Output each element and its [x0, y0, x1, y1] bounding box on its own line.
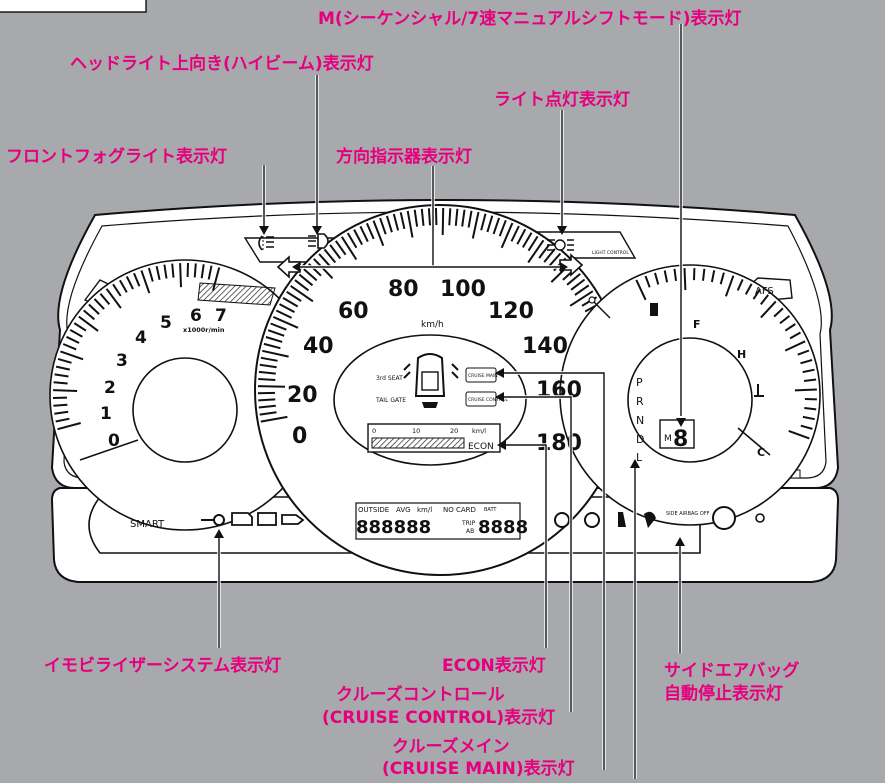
rpm-tick-5: 5: [160, 313, 172, 333]
odometer-digits: 888888: [356, 517, 431, 538]
speed-tick-40: 40: [303, 334, 334, 359]
label-front-fog: フロントフォグライト表示灯: [6, 146, 227, 167]
fuel-temp-gauge: [79, 264, 821, 526]
select-knob: [755, 513, 765, 523]
gear-r: R: [636, 395, 644, 408]
header-box: [0, 0, 147, 13]
rpm-tick-2: 2: [104, 378, 116, 398]
rpm-tick-7: 7: [215, 306, 227, 326]
speed-tick-120: 120: [488, 299, 534, 324]
fuel-pump-icon: [650, 303, 658, 316]
kml-label: km/l: [417, 506, 432, 514]
speed-tick-140: 140: [522, 334, 568, 359]
trip-ab-label: AB: [466, 528, 474, 535]
label-side-airbag-line2: 自動停止表示灯: [664, 683, 783, 704]
battery-icon: [257, 512, 277, 526]
temp-cold: C: [757, 446, 765, 459]
cruise-control-badge-box: [465, 391, 497, 407]
trip-label: TRIP: [461, 520, 476, 527]
light-on-icon: [547, 239, 574, 251]
label-light-on: ライト点灯表示灯: [494, 89, 630, 110]
speed-unit: km/h: [421, 320, 444, 330]
seatbelt-icon: [618, 512, 626, 527]
trip-reset-knob: [712, 506, 736, 530]
callout-labels: M(シーケンシャル/7速マニュアルシフトモード)表示灯 ヘッドライト上向き(ハイ…: [6, 8, 799, 779]
econ-scale-10: 10: [412, 427, 420, 435]
check-engine-icon: [231, 512, 253, 526]
avg-label: AVG: [396, 506, 411, 514]
cluster-text: 0 20 40 60 80 100 120 140 160 180 km/h 0…: [100, 250, 774, 540]
speed-tick-0: 0: [292, 424, 307, 449]
label-cruise-main-line1: クルーズメイン: [392, 736, 510, 757]
rpm-tick-4: 4: [135, 328, 147, 348]
gear-d: D: [636, 433, 644, 446]
speed-tick-100: 100: [440, 277, 486, 302]
side-airbag-off-label: SIDE AIRBAG OFF: [666, 511, 710, 517]
label-econ: ECON表示灯: [442, 655, 546, 676]
afs-label: AFS: [755, 286, 774, 297]
speed-tick-80: 80: [388, 277, 419, 302]
rpm-unit: x1000r/min: [183, 326, 225, 334]
econ-unit: km/l: [472, 427, 486, 435]
fuel-full: F: [693, 318, 701, 331]
label-cruise-control-line2: (CRUISE CONTROL)表示灯: [322, 707, 555, 728]
cruise-main-badge: CRUISE MAIN: [468, 373, 498, 379]
front-fog-icon: [258, 235, 274, 251]
m-gear-digit: 8: [673, 427, 688, 452]
coolant-temp-icon: [754, 384, 764, 397]
label-immobilizer: イモビライザーシステム表示灯: [44, 655, 281, 676]
econ-scale-20: 20: [450, 427, 458, 435]
speed-tick-20: 20: [287, 383, 318, 408]
gear-l: L: [636, 451, 643, 464]
cruise-control-badge: CRUISE CONTROL: [468, 397, 508, 403]
outside-label: OUTSIDE: [358, 506, 389, 514]
no-card-label: NO CARD: [443, 506, 476, 514]
rpm-tick-0: 0: [108, 431, 120, 451]
rpm-tick-3: 3: [116, 351, 128, 371]
airbag-icon: [644, 511, 656, 528]
light-control-label: LIGHT CONTROL: [592, 250, 629, 256]
label-side-airbag-line1: サイドエアバッグ: [664, 660, 799, 681]
third-seat-label: 3rd SEAT: [376, 375, 403, 382]
econ-badge: ECON: [468, 442, 494, 452]
rpm-tick-6: 6: [190, 306, 202, 326]
abs-icon: [584, 512, 600, 528]
oil-pressure-icon: [281, 514, 305, 525]
high-beam-icon: [308, 233, 329, 249]
m-indicator: M: [664, 434, 672, 444]
label-high-beam: ヘッドライト上向き(ハイビーム)表示灯: [70, 53, 374, 74]
gear-n: N: [636, 414, 644, 427]
econ-scale-0: 0: [372, 427, 376, 435]
leader-lines: [214, 24, 686, 779]
temp-hot: H: [737, 348, 746, 361]
gear-p: P: [636, 376, 643, 389]
label-cruise-control-line1: クルーズコントロール: [336, 684, 505, 705]
label-m-mode: M(シーケンシャル/7速マニュアルシフトモード)表示灯: [318, 8, 741, 29]
smart-label: SMART: [130, 519, 165, 530]
speed-tick-60: 60: [338, 299, 369, 324]
speed-tick-160: 160: [536, 378, 582, 403]
cruise-main-badge-box: [465, 367, 497, 383]
tail-gate-label: TAIL GATE: [375, 397, 406, 404]
immobilizer-key-icon: [201, 514, 225, 526]
trip-digits: 8888: [478, 517, 528, 538]
brake-icon: [554, 512, 570, 528]
indicator-icons: [201, 233, 765, 530]
multi-display-box: [355, 502, 521, 540]
label-turn-signal: 方向指示器表示灯: [336, 146, 472, 167]
label-cruise-main-line2: (CRUISE MAIN)表示灯: [382, 758, 575, 779]
rpm-tick-1: 1: [100, 404, 112, 424]
batt-label: BATT: [484, 507, 497, 513]
